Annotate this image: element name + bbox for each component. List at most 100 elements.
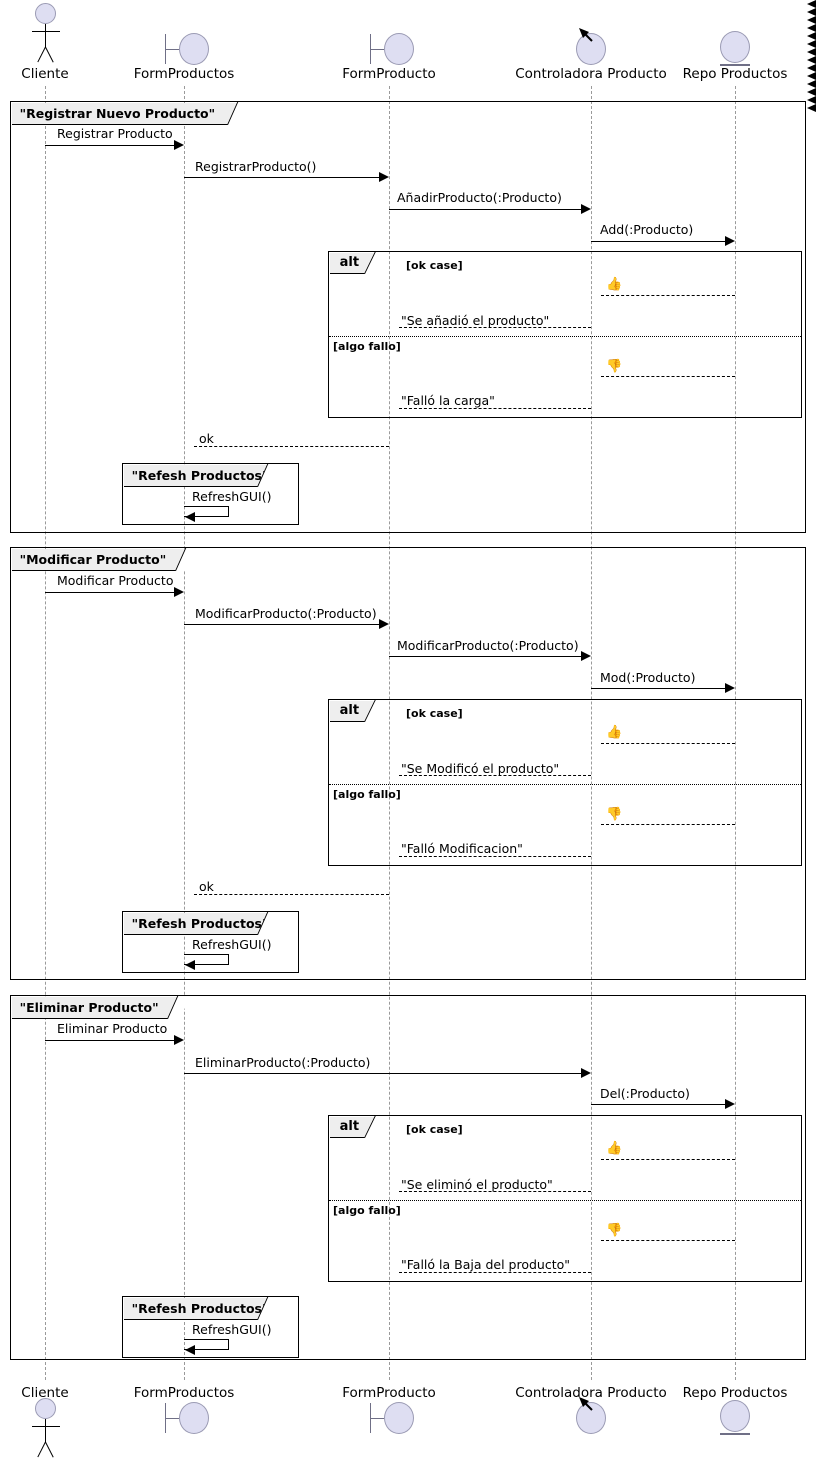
message-label: Eliminar Producto [57,1021,168,1036]
message-line [184,177,379,178]
message-line [389,209,581,210]
thumbs-up-icon: 👍 [606,277,623,292]
message-line [591,688,725,689]
return-line [601,376,735,377]
arrowhead-right-icon [174,140,184,150]
guard-label: [algo fallo] [333,788,401,801]
participant-label-cliente: Cliente [21,66,69,82]
message-line [184,1073,581,1074]
alt-operator-tab-3: alt [329,1115,387,1138]
return-line [399,775,591,776]
arrowhead-left-icon [0,0,816,8]
control-icon-arrow-controladora [579,28,593,42]
thumbs-up-icon: 👍 [606,1141,623,1156]
control-icon-controladora-bottom [576,1402,606,1434]
arrowhead-left-icon [0,40,816,48]
return-line [399,856,591,857]
arrowhead-right-icon [581,1068,591,1078]
arrowhead-right-icon [725,1099,735,1109]
guard-label: [algo fallo] [333,340,401,353]
arrowhead-left-icon [185,960,195,970]
message-line [45,1040,174,1041]
participant-label-formproducto: FormProducto [342,66,436,82]
message-label: Del(:Producto) [600,1086,690,1101]
arrowhead-left-icon [0,56,816,64]
arrowhead-right-icon [725,236,735,246]
lifeline-cliente [45,86,46,1380]
alt-divider [329,336,801,337]
alt-divider [329,1200,801,1201]
message-label: RegistrarProducto() [195,159,317,174]
alt-fragment-3 [328,1115,802,1282]
inner-frame-refesh-productos-3 [122,1296,299,1358]
return-line [601,295,735,296]
participant-label-cliente-bottom: Cliente [21,1385,69,1401]
guard-label: [ok case] [406,259,463,272]
boundary-icon-stem-formproducto [370,49,384,50]
arrowhead-left-icon [0,8,816,16]
message-label: Mod(:Producto) [600,670,696,685]
frame-modificar-producto [10,547,806,980]
message-label: EliminarProducto(:Producto) [195,1055,371,1070]
frame-tab-registrar: "Registrar Nuevo Producto" [11,101,250,125]
message-line [45,592,174,593]
arrowhead-right-icon [174,1035,184,1045]
boundary-icon-formproductos [179,33,209,65]
control-icon-controladora [576,33,606,65]
entity-icon-underline-repo-bottom [720,1433,750,1435]
alt-fragment-1 [328,251,802,418]
self-message-loop [184,1339,229,1350]
control-icon-arrow-controladora-bottom [579,1397,593,1411]
participant-label-controladora: Controladora Producto [515,66,667,82]
inner-frame-tab-2: "Refesh Productos" [123,911,280,935]
arrowhead-right-icon [379,619,389,629]
participant-label-repo-bottom: Repo Productos [682,1385,788,1401]
return-line [601,1159,735,1160]
arrowhead-right-icon [174,587,184,597]
lifeline-formproducto [389,86,390,1380]
return-line [601,1240,735,1241]
self-message-loop [184,954,229,965]
return-line [399,1272,591,1273]
participant-label-formproductos-bottom: FormProductos [133,1385,235,1401]
arrowhead-left-icon [0,16,816,24]
message-label: "Se añadió el producto" [401,313,550,328]
arrowhead-left-icon [0,88,816,96]
thumbs-up-icon: 👍 [606,725,623,740]
message-label: "Falló la carga" [401,393,495,408]
inner-frame-refesh-productos-2 [122,911,299,973]
boundary-icon-stem-formproductos [165,49,179,50]
message-label: Add(:Producto) [600,222,694,237]
lifeline-repo [735,86,736,1380]
message-line [389,656,581,657]
alt-operator-tab-2: alt [329,699,387,722]
thumbs-down-icon: 👎 [606,1223,623,1238]
arrowhead-left-icon [0,32,816,40]
alt-operator-label: alt [339,1119,360,1135]
return-line [194,446,389,447]
frame-label-eliminar: "Eliminar Producto" [19,999,159,1015]
arrowhead-left-icon [185,1345,195,1355]
guard-label: [ok case] [406,707,463,720]
message-label: ModificarProducto(:Producto) [397,638,579,653]
message-line [591,241,725,242]
guard-label: [ok case] [406,1123,463,1136]
thumbs-down-icon: 👎 [606,359,623,374]
arrowhead-left-icon [0,24,816,32]
message-label: ok [199,431,214,446]
arrowhead-left-icon [0,64,816,72]
frame-label-registrar: "Registrar Nuevo Producto" [19,105,216,121]
guard-label: [algo fallo] [333,1204,401,1217]
message-label: "Falló la Baja del producto" [401,1257,571,1272]
return-line [194,894,389,895]
return-line [601,743,735,744]
arrowhead-right-icon [725,683,735,693]
message-line [184,624,379,625]
inner-frame-label: "Refesh Productos" [131,467,269,483]
boundary-icon-formproducto [384,33,414,65]
frame-tab-modificar: "Modificar Producto" [11,547,198,571]
arrowhead-right-icon [581,204,591,214]
message-line [45,145,174,146]
alt-operator-tab-1: alt [329,251,387,274]
